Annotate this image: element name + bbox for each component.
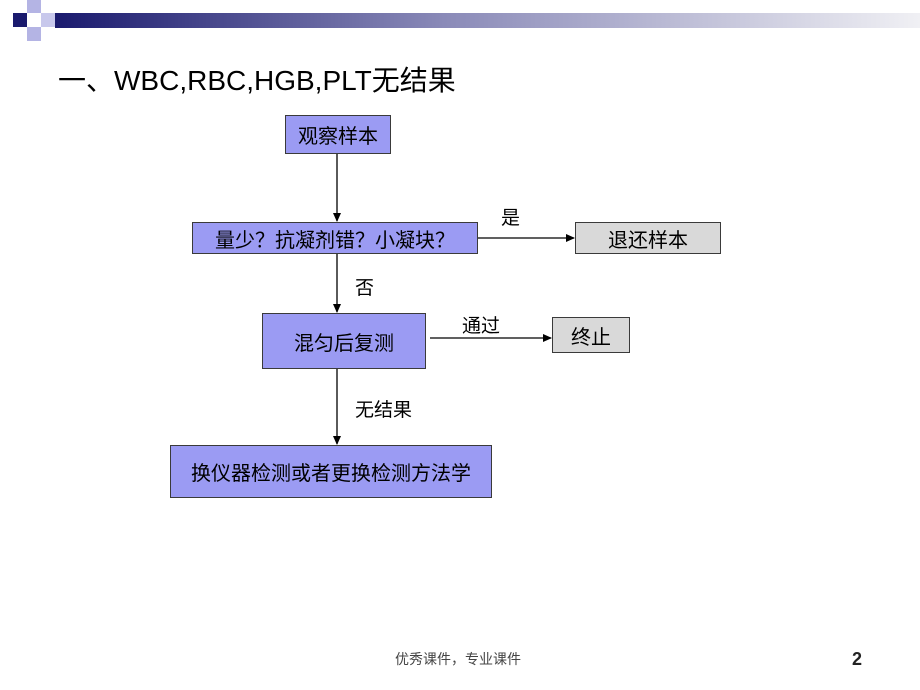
deco-square-lavender-mid (41, 13, 55, 27)
edge-label-yes: 是 (501, 207, 521, 229)
page-number: 2 (852, 649, 863, 669)
node-mix-and-retest: 混匀后复测 (262, 313, 426, 369)
node-observe-sample: 观察样本 (285, 115, 391, 154)
slide-title: 一、WBC,RBC,HGB,PLT无结果 (58, 65, 456, 96)
edge-label-no-result: 无结果 (355, 399, 413, 421)
edge-label-pass: 通过 (462, 315, 501, 337)
header-gradient-bar (55, 13, 920, 28)
node-switch-method: 换仪器检测或者更换检测方法学 (170, 445, 492, 498)
node-return-sample: 退还样本 (575, 222, 721, 254)
header-decoration (13, 0, 920, 41)
deco-square-lavender-bottom (27, 27, 41, 41)
footer-caption: 优秀课件，专业课件 (395, 652, 521, 668)
node-check-conditions: 量少？抗凝剂错？小凝块？ (192, 222, 478, 254)
deco-square-navy (13, 13, 27, 27)
deco-square-lavender-top (27, 0, 41, 13)
edge-label-no: 否 (355, 277, 375, 299)
node-stop: 终止 (552, 317, 630, 353)
